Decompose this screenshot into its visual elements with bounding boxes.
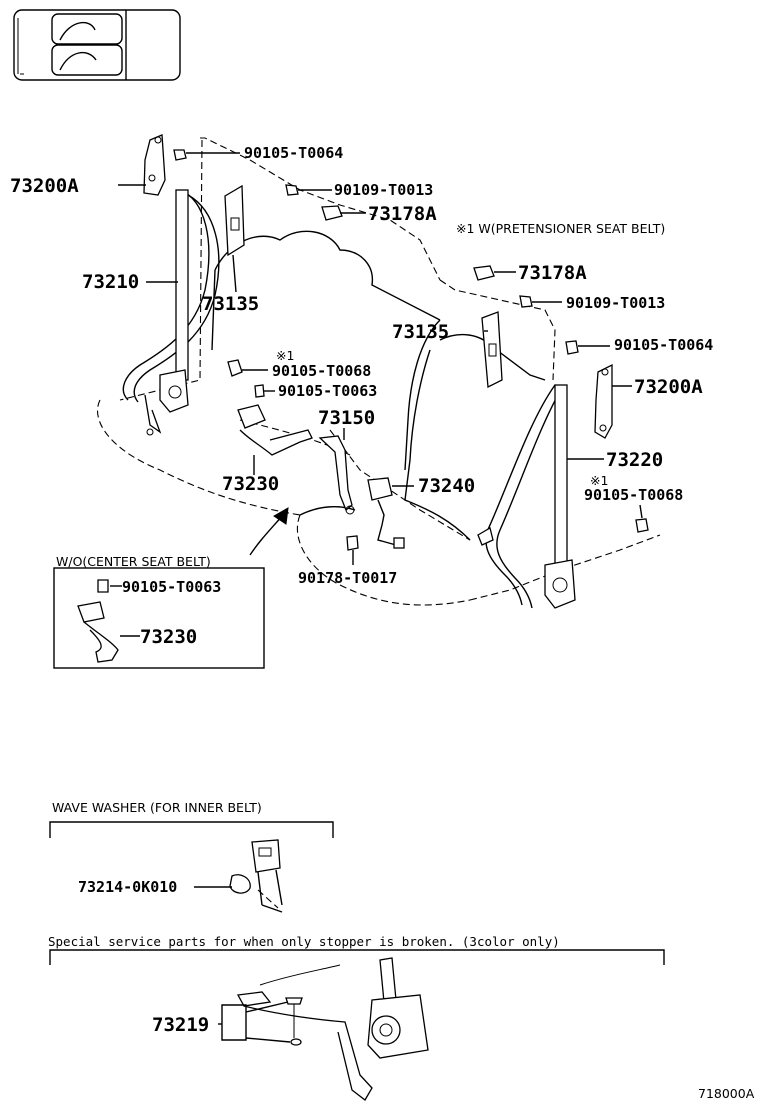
left-anchor-bracket-73200A [143, 134, 166, 196]
buckle-73230-mid [237, 404, 313, 456]
label-73219: 73219 [152, 1014, 209, 1036]
direction-arrow-icon [249, 507, 289, 556]
label-73178A-right: 73178A [518, 262, 587, 284]
label-73135-right: 73135 [392, 321, 449, 343]
label-73220: 73220 [606, 449, 663, 471]
mark-note-1-b: ※1 [590, 473, 608, 488]
seat-layout-thumbnail-icon [13, 9, 181, 81]
wo-center-seat-belt-title: W/O(CENTER SEAT BELT) [56, 554, 211, 569]
label-73150: 73150 [318, 407, 375, 429]
bolt-90105-T0063-mid [254, 384, 265, 398]
cover-73178A-right [473, 265, 495, 281]
label-90105-T0064-right: 90105-T0064 [614, 336, 713, 354]
label-73200A-left: 73200A [10, 175, 79, 197]
left-seat-belt-73210 [122, 189, 220, 436]
belt-73150 [318, 435, 355, 515]
mark-note-1-a: ※1 [276, 348, 294, 363]
label-73178A-left: 73178A [368, 203, 437, 225]
label-73230-box: 73230 [140, 626, 197, 648]
bolt-90105-T0068-left [227, 359, 243, 377]
special-service-note: Special service parts for when only stop… [48, 934, 560, 949]
bolt-90109-T0013-right [519, 295, 533, 308]
label-90105-T0063-mid: 90105-T0063 [278, 382, 377, 400]
cover-73178A-left [321, 205, 343, 221]
label-73210: 73210 [82, 271, 139, 293]
bolt-90105-T0068-right [635, 518, 649, 533]
wo-center-seat-belt-box [53, 567, 265, 669]
special-service-section [49, 949, 665, 1101]
label-73214-0K010: 73214-0K010 [78, 878, 177, 896]
bolt-90178-T0017 [346, 535, 359, 551]
label-90109-T0013-left: 90109-T0013 [334, 181, 433, 199]
label-90105-T0068-right: 90105-T0068 [584, 486, 683, 504]
label-73200A-right: 73200A [634, 376, 703, 398]
label-90105-T0063-box: 90105-T0063 [122, 578, 221, 596]
leader-lines [118, 152, 643, 565]
buckle-73240 [367, 477, 405, 549]
label-73240: 73240 [418, 475, 475, 497]
label-90105-T0068-left: 90105-T0068 [272, 362, 371, 380]
figure-code: 718000A [698, 1086, 755, 1101]
label-90178-T0017: 90178-T0017 [298, 569, 397, 587]
label-73135-left: 73135 [202, 293, 259, 315]
wave-washer-section [49, 821, 334, 913]
right-anchor-bracket-73200A [594, 363, 613, 439]
garnish-73135-left [224, 184, 245, 257]
garnish-73135-right [481, 311, 503, 389]
right-seat-belt-73220 [477, 384, 576, 609]
label-73230-mid: 73230 [222, 473, 279, 495]
label-90109-T0013-right: 90109-T0013 [566, 294, 665, 312]
note-with-pretensioner: ※1 W(PRETENSIONER SEAT BELT) [456, 221, 665, 236]
wave-washer-title: WAVE WASHER (FOR INNER BELT) [52, 800, 262, 815]
bolt-90105-T0064-left [173, 149, 187, 161]
bolt-90105-T0064-right [565, 340, 579, 355]
label-90105-T0064-left: 90105-T0064 [244, 144, 343, 162]
bolt-90109-T0013-left [285, 184, 299, 196]
